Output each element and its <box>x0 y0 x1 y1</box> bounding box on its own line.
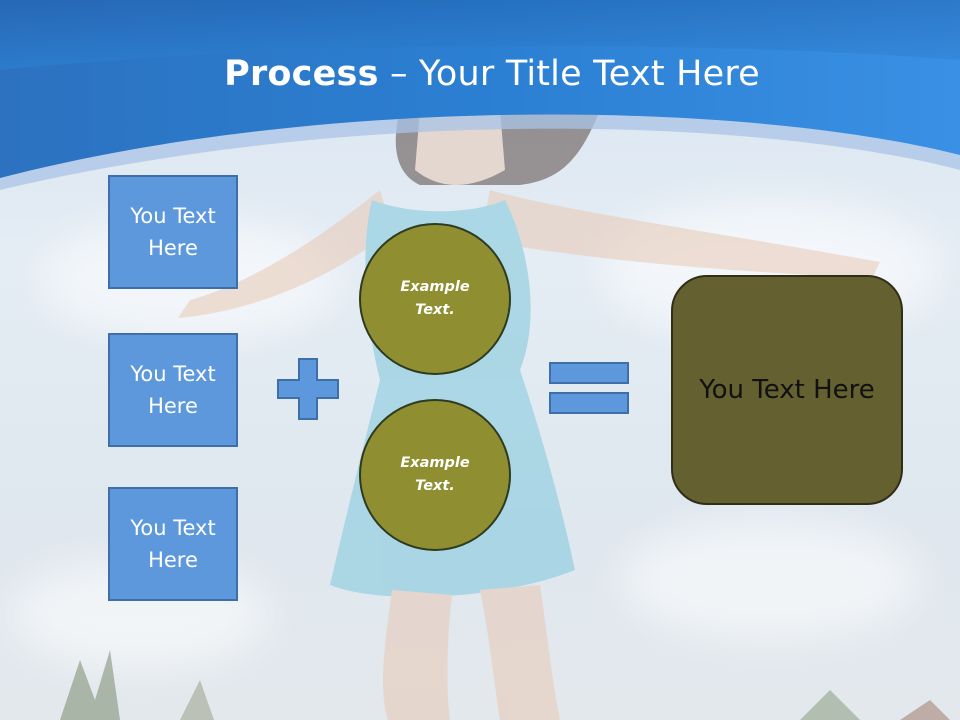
result-box[interactable]: You Text Here <box>671 275 903 505</box>
title-rest: – Your Title Text Here <box>378 54 760 94</box>
input-box-3[interactable]: You Text Here <box>108 487 238 601</box>
cloud-decoration <box>620 520 920 640</box>
circle-label: Example Text. <box>400 455 470 494</box>
header-band <box>0 0 960 190</box>
example-circle-1[interactable]: Example Text. <box>359 223 511 375</box>
plus-icon <box>277 358 339 420</box>
example-circle-2[interactable]: Example Text. <box>359 399 511 551</box>
input-box-2[interactable]: You Text Here <box>108 333 238 447</box>
page-title: Process – Your Title Text Here <box>0 54 960 94</box>
equals-icon <box>549 362 629 414</box>
result-label: You Text Here <box>699 375 875 405</box>
input-box-1[interactable]: You Text Here <box>108 175 238 289</box>
input-box-label: You Text Here <box>130 516 216 572</box>
title-bold: Process <box>224 54 379 94</box>
input-box-label: You Text Here <box>130 204 216 260</box>
input-box-label: You Text Here <box>130 362 216 418</box>
circle-label: Example Text. <box>400 279 470 318</box>
